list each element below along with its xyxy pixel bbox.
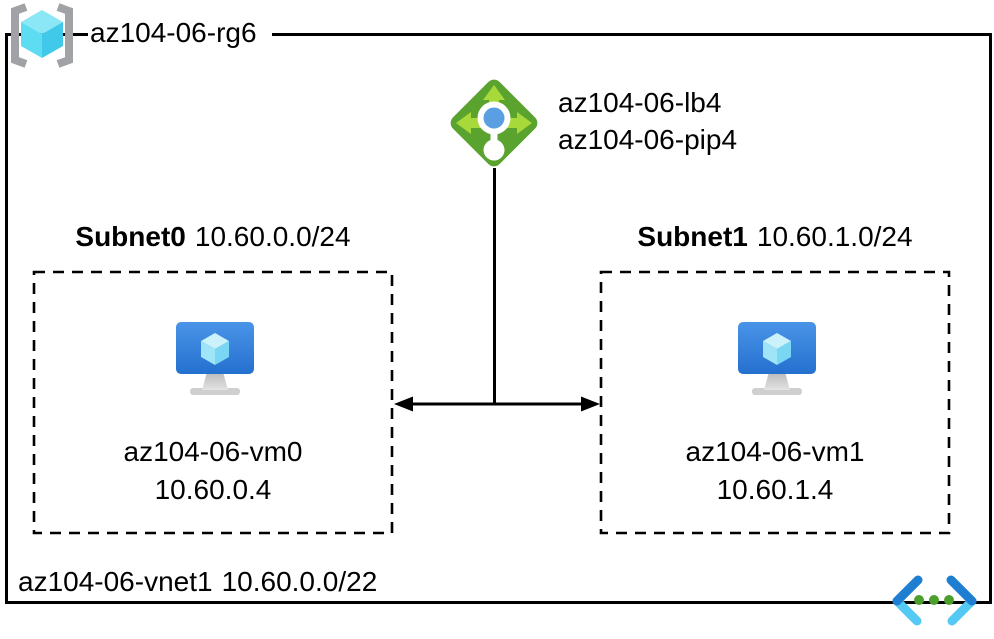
vm1-name: az104-06-vm1 — [685, 436, 865, 467]
vm1-label: az104-06-vm1 10.60.1.4 — [600, 433, 950, 509]
vnet-label: az104-06-vnet1 10.60.0.0/22 — [18, 565, 377, 599]
subnet0-cidr: 10.60.0.0/24 — [194, 221, 351, 252]
load-balancer-labels: az104-06-lb4 az104-06-pip4 — [558, 84, 737, 158]
subnet0-name: Subnet0 — [75, 221, 186, 252]
vm0-name: az104-06-vm0 — [123, 436, 303, 467]
connector-lines — [394, 168, 600, 412]
subnet0-label: Subnet0 10.60.0.0/24 — [33, 220, 393, 254]
vm0-label: az104-06-vm0 10.60.0.4 — [33, 433, 393, 509]
vm1-icon — [738, 322, 816, 395]
subnet1-box — [599, 270, 951, 535]
arrowhead-left-icon — [394, 396, 413, 412]
subnet1-cidr: 10.60.1.0/24 — [756, 221, 913, 252]
resource-group-icon — [11, 3, 73, 68]
subnet0-box — [32, 270, 394, 535]
vm1-ip: 10.60.1.4 — [716, 474, 834, 505]
resource-group-box — [5, 33, 992, 604]
subnet1-label: Subnet1 10.60.1.0/24 — [600, 220, 950, 254]
vnet-cidr: 10.60.0.0/22 — [221, 566, 378, 597]
arrowhead-right-icon — [581, 396, 600, 412]
subnet1-name: Subnet1 — [637, 221, 748, 252]
public-ip-name: az104-06-pip4 — [558, 124, 738, 155]
load-balancer-name: az104-06-lb4 — [558, 87, 722, 118]
vm0-icon — [176, 322, 254, 395]
resource-group-label: az104-06-rg6 — [88, 16, 272, 50]
vnet-name: az104-06-vnet1 — [18, 566, 213, 597]
load-balancer-icon — [450, 79, 538, 167]
vm0-ip: 10.60.0.4 — [154, 474, 272, 505]
virtual-network-icon — [892, 575, 977, 626]
